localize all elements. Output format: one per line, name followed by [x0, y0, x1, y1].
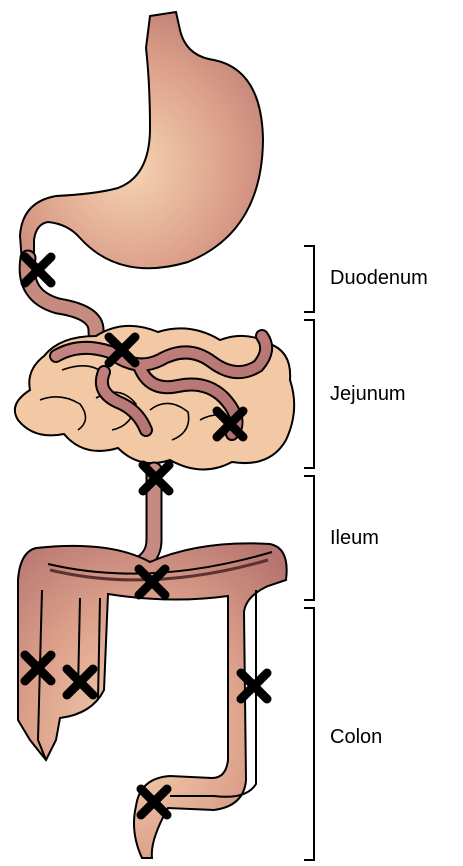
- colon: [18, 543, 287, 858]
- stomach: [20, 12, 263, 268]
- bracket-ileum: [304, 476, 314, 600]
- bracket-colon: [304, 608, 314, 860]
- bracket-duodenum: [304, 246, 314, 312]
- label-jejunum: Jejunum: [330, 384, 406, 404]
- label-duodenum: Duodenum: [330, 268, 428, 288]
- small-intestine-coils: [15, 326, 294, 470]
- label-colon: Colon: [330, 727, 382, 747]
- bracket-jejunum: [304, 320, 314, 468]
- label-ileum: Ileum: [330, 528, 379, 548]
